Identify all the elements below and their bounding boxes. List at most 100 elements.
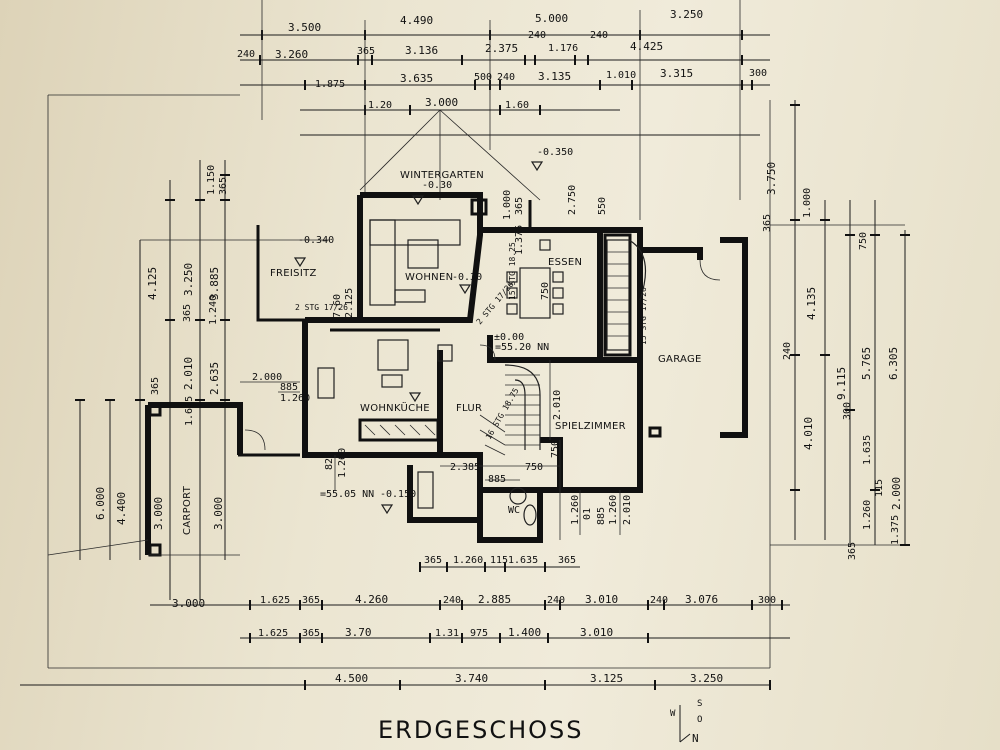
- stair-label-1: 2 STG 17/26: [295, 303, 348, 312]
- stair-label-5: 15 STG 18.25: [508, 242, 517, 300]
- dim-bot-r4-1: 3.740: [455, 672, 488, 685]
- level-outside-top: -0.350: [537, 147, 573, 158]
- level-nn-floor: =55.20 NN: [495, 342, 549, 353]
- dim-right-8: 6.305: [887, 347, 900, 380]
- flur-door-arc: [479, 344, 496, 361]
- dim-inner-8: 1.260: [608, 495, 619, 525]
- stairs: [244, 239, 721, 456]
- dim-bot-r3-6: 3.010: [580, 626, 613, 639]
- level-wintergarten: -0.30: [422, 180, 452, 191]
- dim-right-3: 365: [762, 214, 773, 232]
- dim-inner-10: 1.260: [337, 448, 348, 478]
- dim-left-11: 1.625: [184, 396, 195, 426]
- dim-top-r3-3: 240: [497, 72, 515, 83]
- dim-left-14: 4.400: [115, 492, 128, 525]
- room-carport: CARPORT: [182, 485, 193, 535]
- dim-top-r2-7: 240: [590, 30, 608, 41]
- dim-top-r3-7: 300: [749, 68, 767, 79]
- dim-left-4: 3.885: [208, 267, 221, 300]
- dim-bot-r2-4: 240: [443, 595, 461, 606]
- garage-door-arc: [699, 259, 721, 281]
- level-floor: ±0.00: [494, 332, 524, 343]
- dim-bot-r2-1: 1.625: [260, 595, 290, 606]
- level-ground: -0.150: [380, 489, 416, 500]
- dim-top-1: 3.500: [288, 21, 321, 34]
- room-freisitz: FREISITZ: [270, 268, 317, 279]
- dim-bot-r1-4: 365: [558, 555, 576, 566]
- level-nn-ground: =55.05 NN: [320, 489, 374, 500]
- room-garage: GARAGE: [658, 354, 702, 365]
- dim-bot-r3-3: 1.31: [435, 628, 459, 639]
- dim-inner-5: 2.385: [450, 462, 480, 473]
- dim-top-r2-4: 2.375: [485, 42, 518, 55]
- dim-top-r2-1: 3.260: [275, 48, 308, 61]
- main-stair: [479, 364, 541, 456]
- dim-right-5: 240: [782, 342, 793, 360]
- walls: [47, 109, 748, 557]
- room-essen: ESSEN: [548, 257, 582, 268]
- dim-left-1: 4.125: [146, 267, 159, 300]
- dim-bot-r3-1: 365: [302, 628, 320, 639]
- compass-w: W: [670, 709, 676, 719]
- dim-bot-r2-6: 240: [547, 595, 565, 606]
- dim-top-r4-0: 1.20: [368, 100, 392, 111]
- bottom-dimensions: 365 1.260 115 1.635 365 3.000 1.625 365 …: [20, 555, 790, 690]
- dim-top-2: 4.490: [400, 14, 433, 27]
- room-wohnkueche: WOHNKÜCHE: [360, 401, 430, 414]
- dim-left-13: 6.000: [94, 487, 107, 520]
- sofa: [369, 219, 461, 246]
- level-wohnen: -0.30: [452, 272, 482, 283]
- dim-inner-22: 750: [540, 282, 551, 300]
- dim-left-15: 3.000: [212, 497, 225, 530]
- dim-right-1: 3.750: [765, 162, 778, 195]
- top-dimensions: 3.500 4.490 5.000 3.250 240 3.260 365 3.…: [237, 0, 770, 220]
- dim-bot-r2-8: 240: [650, 595, 668, 606]
- kitchen-table: [377, 339, 409, 371]
- room-labels: WINTERGARTEN -0.30 WOHNEN -0.30 ESSEN FR…: [182, 147, 702, 535]
- dim-right-7: 5.765: [860, 347, 873, 380]
- dim-bot-r3-5: 1.400: [508, 626, 541, 639]
- dim-inner-7: 750: [525, 462, 543, 473]
- dim-inner-11: 2.010: [552, 390, 563, 420]
- room-wintergarten: WINTERGARTEN: [400, 170, 484, 181]
- dim-inner-18: 825: [324, 452, 335, 470]
- dim-bot-r2-5: 2.885: [478, 593, 511, 606]
- dim-left-6: 1.150: [206, 165, 217, 195]
- dim-bot-r4-3: 3.250: [690, 672, 723, 685]
- dim-bot-r4-2: 3.125: [590, 672, 623, 685]
- dim-inner-9: 2.010: [622, 495, 633, 525]
- dim-right-6: 9.115: [835, 367, 848, 400]
- dim-right-11: 750: [858, 232, 869, 250]
- dim-inner-1: 885: [280, 382, 298, 393]
- dim-left-10: 365: [150, 377, 161, 395]
- dim-bot-r1-3: 1.635: [508, 555, 538, 566]
- dining-table: [519, 267, 551, 319]
- drawing-title: ERDGESCHOSS: [378, 716, 583, 744]
- inner-dimensions: 2.000 885 1.260 2.125 7.60 2.385 885 750…: [240, 185, 633, 540]
- toilet: [509, 487, 527, 505]
- dim-inner-2: 1.260: [280, 393, 310, 404]
- dim-inner-13: 365: [514, 197, 525, 215]
- dim-bot-r2-0: 3.000: [172, 597, 205, 610]
- dim-bot-r3-4: 975: [470, 628, 488, 639]
- dim-inner-16: 1.375: [514, 225, 525, 255]
- coffee-table: [407, 239, 439, 269]
- dim-left-12: 3.000: [152, 497, 165, 530]
- dim-top-r4-2: 1.60: [505, 100, 529, 111]
- garage-stair: [606, 239, 647, 351]
- dim-top-r2-6: 1.176: [548, 43, 578, 54]
- dim-left-3: 2.010: [182, 357, 195, 390]
- dim-inner-14: 550: [597, 197, 608, 215]
- right-dimensions: 3.750 1.000 365 4.135 240 9.115 5.765 6.…: [762, 100, 910, 668]
- room-wohnen: WOHNEN: [405, 272, 453, 283]
- dim-bot-r3-2: 3.70: [345, 626, 372, 639]
- dim-inner-17: 750: [550, 440, 561, 458]
- compass-icon: W S O N: [670, 699, 702, 745]
- dim-inner-21: 885: [596, 507, 607, 525]
- dim-right-2: 1.000: [802, 188, 813, 218]
- dim-top-r3-4: 3.135: [538, 70, 571, 83]
- dim-top-r3-1: 3.635: [400, 72, 433, 85]
- dim-top-r4-1: 3.000: [425, 96, 458, 109]
- dim-bot-r4-0: 4.500: [335, 672, 368, 685]
